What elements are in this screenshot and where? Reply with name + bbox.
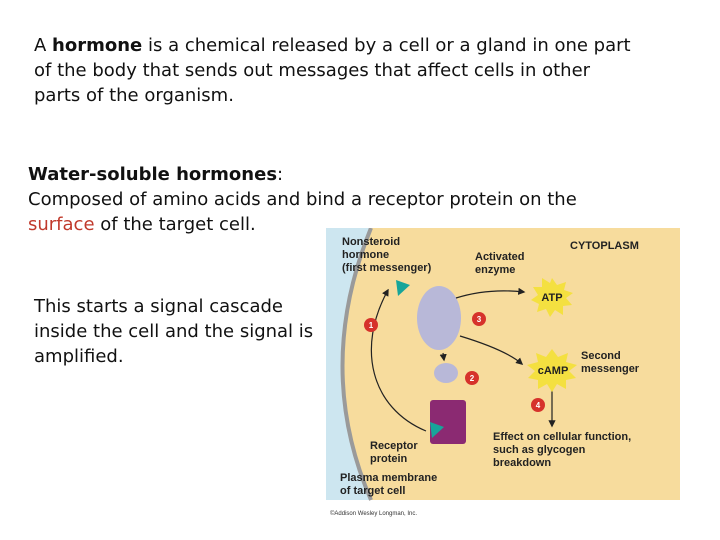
water-soluble-text-end: of the target cell. — [94, 214, 256, 235]
membrane-label-line-1: Plasma membrane — [340, 472, 437, 484]
step-badge-2: 2 — [465, 371, 479, 385]
activated-enzyme-label: Activated enzyme — [475, 251, 528, 276]
atp-starburst: ATP — [531, 278, 573, 317]
hormone-term: hormone — [52, 35, 143, 56]
signal-cascade-diagram: ATP cAMP 1 2 3 4 Nonsteroid hormone (fir… — [326, 228, 680, 517]
step-badge-1-circle — [364, 318, 378, 332]
second-messenger-label-line-2: messenger — [581, 363, 640, 375]
step-badge-3-circle — [472, 312, 486, 326]
camp-starburst: cAMP — [527, 349, 577, 392]
hormone-label: Nonsteroid hormone (first messenger) — [342, 236, 432, 274]
effect-label-line-2: such as glycogen — [493, 444, 586, 456]
activated-enzyme-shape — [417, 286, 461, 350]
step-number-4: 4 — [536, 401, 541, 410]
surface-highlight: surface — [28, 214, 95, 235]
water-soluble-heading: Water-soluble hormones — [28, 164, 278, 185]
effect-label: Effect on cellular function, such as gly… — [493, 431, 634, 469]
definition-prefix: A — [34, 35, 53, 56]
water-soluble-heading-line: Water-soluble hormones: — [28, 162, 638, 187]
hormone-definition: A hormone is a chemical released by a ce… — [34, 33, 634, 108]
membrane-label-line-2: of target cell — [340, 485, 405, 497]
step-number-2: 2 — [470, 374, 475, 383]
hormone-path-arrow — [370, 288, 427, 432]
receptor-label-line-2: protein — [370, 453, 408, 465]
camp-arrow — [459, 335, 524, 365]
step-badge-4-circle — [531, 398, 545, 412]
g-protein-shape — [434, 363, 458, 383]
second-messenger-label-line-1: Second — [581, 350, 621, 362]
atp-label: ATP — [541, 292, 562, 304]
water-soluble-body: Composed of amino acids and bind a recep… — [28, 187, 638, 237]
definition-text: is a chemical released by a cell or a gl… — [34, 35, 631, 106]
plasma-membrane-label: Plasma membrane of target cell — [340, 472, 440, 497]
hormone-label-line-3: (first messenger) — [342, 262, 432, 274]
effect-label-line-1: Effect on cellular function, — [493, 431, 631, 443]
receptor-protein-shape — [430, 400, 466, 444]
water-soluble-paragraph: Water-soluble hormones: Composed of amin… — [28, 162, 638, 237]
step-badge-4: 4 — [531, 398, 545, 412]
hormone-label-line-1: Nonsteroid — [342, 236, 400, 248]
receptor-protein-label: Receptor protein — [370, 440, 421, 465]
effect-label-line-3: breakdown — [493, 457, 551, 469]
hormone-arrowhead — [396, 280, 410, 296]
step-badge-2-circle — [465, 371, 479, 385]
atp-starburst-shape — [531, 278, 573, 317]
hormone-label-line-2: hormone — [342, 249, 389, 261]
activated-enzyme-label-line-1: Activated — [475, 251, 525, 263]
second-messenger-label: Second messenger — [581, 350, 640, 375]
cytoplasm-label: CYTOPLASM — [570, 240, 639, 252]
step-badge-1: 1 — [364, 318, 378, 332]
cascade-paragraph: This starts a signal cascade inside the … — [34, 296, 314, 367]
step-number-3: 3 — [477, 315, 482, 324]
step-number-1: 1 — [369, 321, 374, 330]
camp-starburst-shape — [527, 349, 577, 392]
atp-arrow — [455, 287, 526, 299]
copyright-credit: ©Addison Wesley Longman, Inc. — [330, 510, 417, 517]
receptor-label-line-1: Receptor — [370, 440, 418, 452]
camp-label: cAMP — [538, 365, 569, 377]
hormone-binding-arrowhead — [430, 422, 444, 438]
water-soluble-text: Composed of amino acids and bind a recep… — [28, 189, 577, 210]
plasma-membrane — [340, 228, 373, 501]
activation-arrow — [439, 352, 447, 362]
step-badge-3: 3 — [472, 312, 486, 326]
heading-colon: : — [277, 164, 284, 185]
activated-enzyme-label-line-2: enzyme — [475, 264, 515, 276]
